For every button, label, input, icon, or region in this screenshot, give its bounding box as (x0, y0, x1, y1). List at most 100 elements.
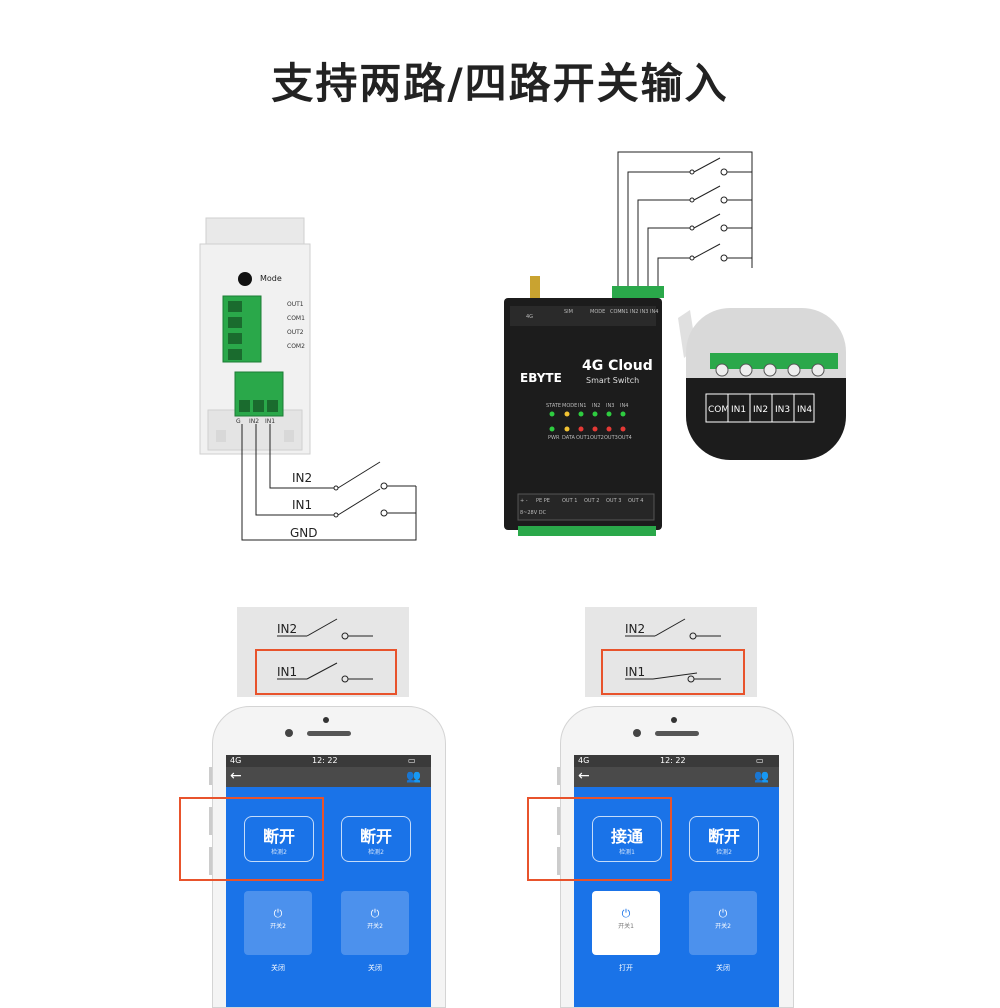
input-card-1[interactable]: 断开 检测2 (244, 816, 314, 862)
antenna (530, 276, 540, 300)
terminal-com2: COM2 (287, 343, 305, 350)
switch-tile-1[interactable]: ⏻ 开关2 (244, 891, 312, 955)
bottom-port-labels: + - PE PE OUT 1 OUT 2 OUT 3 OUT 4 8~28V … (520, 498, 643, 516)
mode-label: Mode (260, 274, 282, 283)
mode-button[interactable] (238, 272, 252, 286)
network-indicator: 4G (230, 756, 242, 765)
top-terminal-block (612, 286, 664, 298)
svg-text:8~28V DC: 8~28V DC (520, 510, 547, 516)
highlight-box (601, 649, 745, 695)
input-card-2[interactable]: 断开 检测2 (689, 816, 759, 862)
svg-text:MODE: MODE (562, 403, 577, 409)
terminal-in1: IN1 (265, 418, 275, 425)
terminal-out1: OUT1 (287, 301, 304, 308)
svg-text:DATA: DATA (562, 435, 575, 441)
antenna-label: 4G (526, 314, 533, 320)
cloud-device-diagram: 4G SIM MODE COM IN1 IN2 IN3 IN4 EBYTE 4G… (504, 151, 846, 536)
users-icon[interactable]: 👥 (406, 769, 421, 783)
zoom-term-com: COM (708, 405, 729, 415)
input-card-2[interactable]: 断开 检测2 (341, 816, 411, 862)
highlight-box (527, 797, 672, 881)
power-icon: ⏻ (718, 907, 728, 920)
clock: 12: 22 (312, 756, 338, 765)
camera-icon (323, 717, 329, 723)
svg-text:+ -: + - (520, 498, 528, 504)
terminal-com1: COM1 (287, 315, 305, 322)
input-caption: 检测2 (271, 849, 287, 856)
zoom-term-in3: IN3 (775, 405, 790, 415)
input-state: 断开 (359, 827, 392, 846)
top-term-in2: IN2 (630, 309, 638, 315)
device-mode-label: MODE (590, 309, 605, 315)
status-bar: 4G 12: 22 ▭ (226, 755, 431, 767)
sensor-icon (633, 729, 641, 737)
battery-icon: ▭ (756, 756, 764, 765)
switch-tile-2[interactable]: ⏻ 开关2 (341, 891, 409, 955)
phone-screen: 4G 12: 22 ▭ ← 👥 断开 检测2 断开 检测2 ⏻ 开关2 ⏻ 开关… (226, 755, 431, 1007)
product-label: 4G Cloud (582, 358, 653, 374)
svg-text:OUT 4: OUT 4 (628, 498, 643, 504)
back-arrow-icon[interactable]: ← (230, 768, 242, 784)
led-row-outputs: PWR DATA OUT1 OUT2 OUT3 OUT4 (548, 426, 632, 441)
bottom-terminal-block (518, 526, 656, 536)
led-row-inputs: STATE MODE IN1 IN2 IN3 IN4 (546, 403, 628, 417)
status-bar: 4G 12: 22 ▭ (574, 755, 779, 767)
speaker-grille (655, 731, 699, 736)
input-caption: 检测2 (368, 849, 384, 856)
svg-text:PWR: PWR (548, 435, 560, 441)
wire-label-gnd: GND (290, 526, 318, 540)
input-card-1[interactable]: 接通 检测1 (592, 816, 662, 862)
product-subtitle: Smart Switch (586, 376, 639, 385)
svg-text:OUT3: OUT3 (604, 435, 618, 441)
panel-right-in1: IN1 (625, 665, 645, 679)
highlight-box (179, 797, 324, 881)
terminal-in2: IN2 (249, 418, 259, 425)
svg-text:OUT 1: OUT 1 (562, 498, 577, 504)
battery-icon: ▭ (408, 756, 416, 765)
terminal-g: G (236, 418, 241, 425)
din-module-diagram: Mode OUT1 COM1 OUT2 COM2 G IN2 IN1 IN2 I… (199, 217, 417, 541)
top-term-in3: IN3 (640, 309, 648, 315)
brand-label: EBYTE (520, 371, 562, 385)
app-toolbar: ← 👥 (574, 767, 779, 787)
top-term-in1: IN1 (620, 309, 628, 315)
users-icon[interactable]: 👥 (754, 769, 769, 783)
switch-tile-1[interactable]: ⏻ 开关1 (592, 891, 660, 955)
power-icon: ⏻ (273, 907, 283, 920)
switch-panel-left: IN2 IN1 (237, 607, 409, 697)
input-state: 接通 (610, 827, 643, 846)
switch-status-2: 关闭 (368, 964, 382, 972)
svg-text:OUT 2: OUT 2 (584, 498, 599, 504)
switch-tile-2[interactable]: ⏻ 开关2 (689, 891, 757, 955)
clock: 12: 22 (660, 756, 686, 765)
network-indicator: 4G (578, 756, 590, 765)
switch-label: 开关1 (618, 923, 634, 930)
highlight-box (255, 649, 397, 695)
svg-text:OUT 3: OUT 3 (606, 498, 621, 504)
phone-left: 4G 12: 22 ▭ ← 👥 断开 检测2 断开 检测2 ⏻ 开关2 ⏻ 开关… (209, 706, 446, 1008)
svg-text:IN3: IN3 (606, 403, 614, 409)
sensor-icon (285, 729, 293, 737)
svg-text:OUT1: OUT1 (576, 435, 590, 441)
zoom-term-in4: IN4 (797, 405, 812, 415)
sim-label: SIM (564, 309, 573, 315)
power-icon: ⏻ (621, 907, 631, 920)
input-state: 断开 (707, 827, 740, 846)
svg-text:IN2: IN2 (592, 403, 600, 409)
wire-label-in2: IN2 (292, 471, 312, 485)
panel-right-in2: IN2 (625, 622, 645, 636)
panel-left-in1: IN1 (277, 665, 297, 679)
app-toolbar: ← 👥 (226, 767, 431, 787)
switch-status-2: 关闭 (716, 964, 730, 972)
camera-icon (671, 717, 677, 723)
input-caption: 检测1 (619, 849, 635, 856)
input-caption: 检测2 (716, 849, 732, 856)
switch-status-1: 打开 (619, 964, 633, 972)
zoom-term-in2: IN2 (753, 405, 768, 415)
input-state: 断开 (262, 827, 295, 846)
top-term-in4: IN4 (650, 309, 658, 315)
panel-left-in2: IN2 (277, 622, 297, 636)
switch-label: 开关2 (715, 923, 731, 930)
back-arrow-icon[interactable]: ← (578, 768, 590, 784)
power-icon: ⏻ (370, 907, 380, 920)
